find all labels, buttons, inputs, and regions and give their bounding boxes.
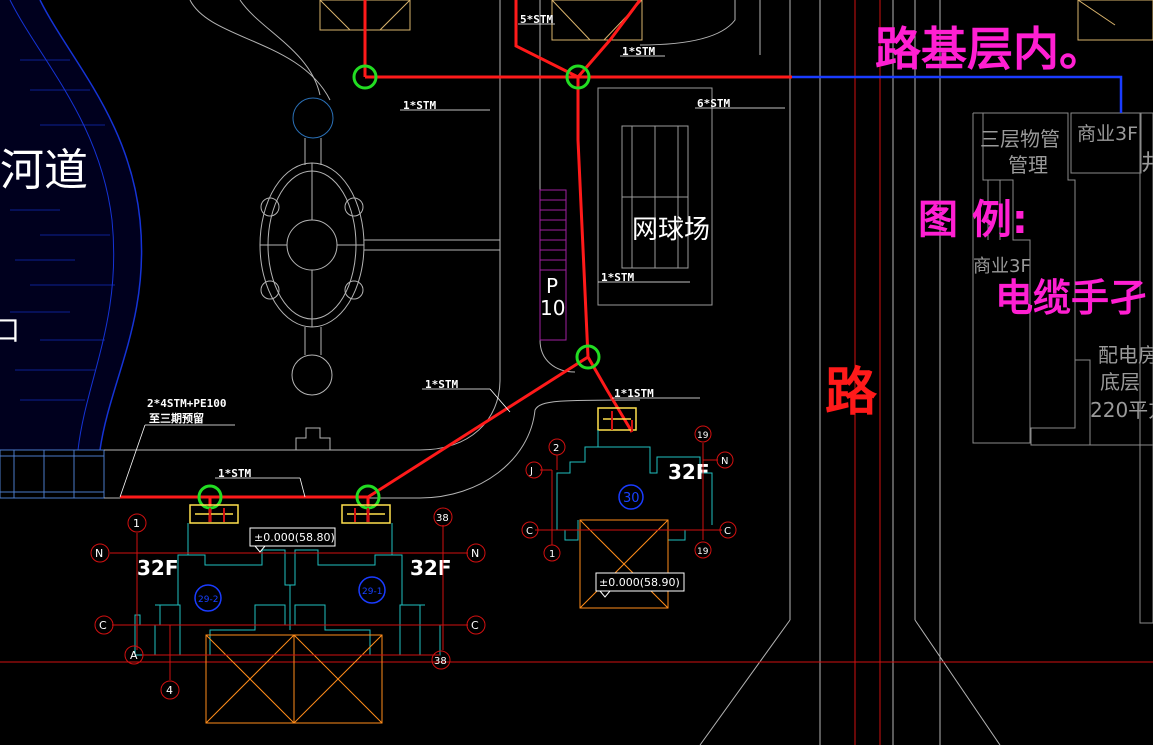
axis-label-j: J — [529, 466, 533, 477]
blue-cable-line — [792, 75, 1123, 113]
building-30: ±0.000(58.90) 32F 30 — [556, 407, 713, 609]
cable-label-reserve-1: 2*4STM+PE100 — [147, 397, 226, 410]
commercial-top-label: 商业3F — [1077, 123, 1138, 145]
elevation-label-29: ±0.000(58.80) — [254, 531, 335, 544]
edge-extra-char: 井 — [1141, 151, 1153, 176]
building-number-29-2: 29-2 — [198, 595, 218, 605]
axis-label-4: 4 — [166, 684, 173, 697]
river-label: 河道 — [0, 145, 88, 196]
cable-well-3 — [575, 344, 601, 370]
tennis-court — [597, 87, 713, 306]
axis-label-c-30-left: C — [526, 526, 533, 537]
cable-label-branch-1stm: 1*1STM — [614, 387, 654, 400]
axis-label-19-top: 19 — [697, 431, 709, 441]
axis-label-c-left: C — [99, 619, 107, 632]
edge-char: 口 — [0, 314, 20, 347]
property-management-label-2: 管理 — [1008, 153, 1048, 177]
axis-label-19-bottom: 19 — [697, 547, 709, 557]
cable-label-diag-1stm: 1*STM — [425, 378, 458, 391]
cable-well-2 — [565, 64, 591, 90]
axis-label-n-right: N — [471, 547, 479, 560]
garden-feature — [259, 97, 500, 450]
ground-floor-label: 底层 — [1100, 370, 1140, 394]
substation-label: 配电房 — [1098, 343, 1153, 367]
axis-label-38: 38 — [436, 513, 449, 524]
cable-label-left-1stm: 1*STM — [403, 99, 436, 112]
building-number-30: 30 — [623, 491, 640, 506]
road-outlines — [104, 0, 1001, 745]
neighbor-buildings — [972, 112, 1153, 624]
parking-strip — [539, 189, 567, 341]
cable-label-right-6stm: 6*STM — [697, 97, 730, 110]
subgrade-note: 路基层内。 — [875, 22, 1105, 76]
axis-label-c-right: C — [471, 619, 479, 632]
legend-title: 图 例: — [918, 197, 1028, 243]
cable-wells — [197, 64, 601, 510]
road-label: 路 — [825, 363, 878, 423]
parking-number-label: 10 — [540, 296, 565, 320]
axis-label-n-30: N — [721, 456, 728, 467]
cable-well-1 — [352, 64, 378, 90]
cable-well-legend: 电缆手孑 — [995, 276, 1147, 320]
axis-grid-30 — [521, 425, 737, 562]
axis-grid-29 — [90, 507, 486, 700]
cable-label-reserve-2: 至三期预留 — [149, 411, 204, 425]
floors-label-right: 32F — [410, 556, 452, 580]
axis-label-c-30-right: C — [724, 526, 731, 537]
axis-label-a: A — [130, 649, 138, 662]
building-number-29-1: 29-1 — [362, 587, 382, 597]
cable-label-bottom-1stm: 1*STM — [218, 467, 251, 480]
floors-label-left: 32F — [137, 556, 179, 580]
bridge — [0, 449, 105, 499]
axis-label-1-30: 1 — [549, 549, 555, 560]
building-29: ±0.000(58.80) 32F 32F 29-2 29-1 — [134, 504, 452, 724]
river-area — [0, 0, 143, 451]
cable-label-top-1stm: 1*STM — [622, 45, 655, 58]
commercial-mid-label: 商业3F — [973, 256, 1031, 277]
cable-label-mid-1stm: 1*STM — [601, 271, 634, 284]
cable-label-top-5stm: 5*STM — [520, 13, 553, 26]
elevation-label-30: ±0.000(58.90) — [599, 576, 680, 589]
area-label: 220平方 — [1090, 398, 1153, 422]
axis-label-1: 1 — [133, 517, 140, 530]
axis-label-n-left: N — [95, 547, 103, 560]
axis-label-38-bottom: 38 — [434, 656, 447, 667]
parking-p-label: P — [546, 274, 558, 298]
axis-label-2: 2 — [553, 443, 559, 454]
cable-leaders — [119, 23, 785, 498]
property-management-label: 三层物管 — [980, 127, 1060, 151]
tennis-court-label: 网球场 — [632, 215, 710, 245]
